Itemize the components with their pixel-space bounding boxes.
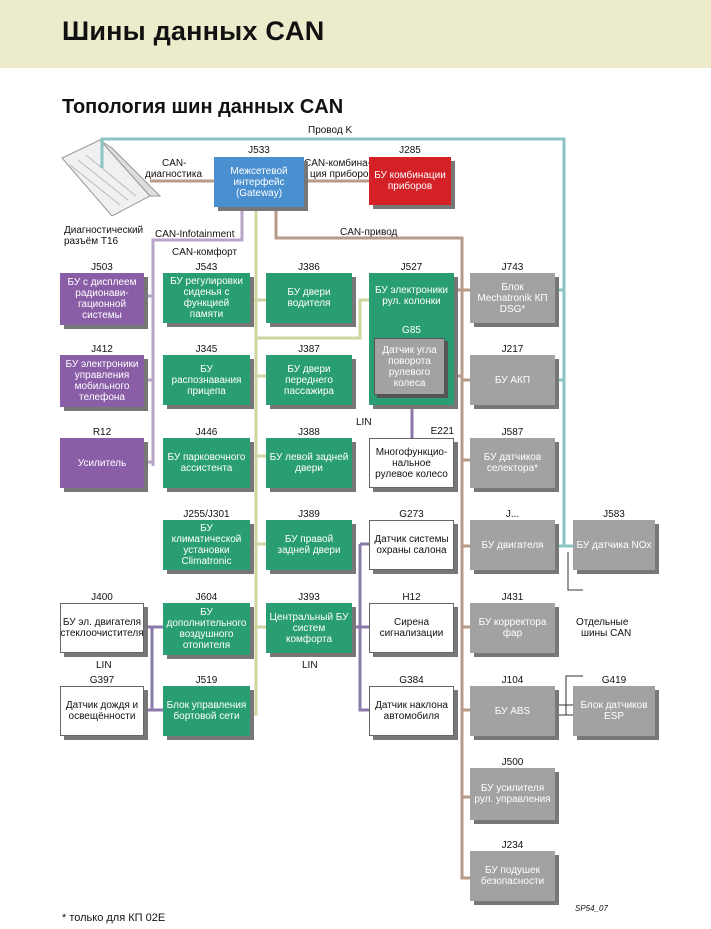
- climatronic-box: БУ климатической установки Climatronic: [163, 520, 250, 570]
- mobile-phone-box: БУ электроники управления мобильного тел…: [60, 355, 144, 407]
- rear-right-door-box: БУ правой задней двери: [266, 520, 352, 570]
- j533-code: J533: [248, 145, 270, 156]
- j583-code: J583: [603, 509, 625, 520]
- gateway-box: Межсетевой интерфейс (Gateway): [214, 157, 304, 207]
- j388-code: J388: [298, 427, 320, 438]
- j527-code: J527: [400, 262, 423, 273]
- trailer-detection-box: БУ распознавания прицепа: [163, 355, 250, 405]
- e221-code: E221: [430, 426, 454, 437]
- g419-code: G419: [601, 675, 627, 686]
- j285-code: J285: [399, 145, 421, 156]
- separate-can-label-1: Отдельные: [576, 617, 629, 628]
- diag-connector-label-2: разъём T16: [64, 236, 119, 247]
- can-comfort-line: [250, 207, 369, 716]
- j234-code: J234: [501, 840, 524, 851]
- comfort-central-box: Центральный БУ систем комфорта: [266, 603, 352, 653]
- j387-code: J387: [298, 344, 320, 355]
- diagram-subtitle: Топология шин данных CAN: [62, 96, 344, 118]
- can-instr-label-1: CAN-комбина-: [304, 158, 371, 169]
- nox-sensor-box: БУ датчика NOx: [573, 520, 655, 570]
- r12-code: R12: [92, 427, 112, 438]
- k-wire-label: Провод K: [308, 125, 353, 136]
- page-title: Шины данных CAN: [62, 16, 325, 46]
- lin-lines: [144, 409, 414, 712]
- j345-code: J345: [195, 344, 218, 355]
- steering-angle-sensor-box: Датчик угла поворота рулевого колеса: [374, 338, 445, 395]
- j255-code: J255/J301: [183, 509, 230, 520]
- can-diag-label-1: CAN-: [162, 158, 187, 169]
- j587-code: J587: [501, 427, 524, 438]
- selector-sensors-box: БУ датчиков селектора*: [470, 438, 555, 488]
- separate-can-lines: [555, 552, 583, 716]
- lin-label-3: LIN: [302, 660, 318, 671]
- j519-code: J519: [195, 675, 218, 686]
- g397-code: G397: [89, 675, 115, 686]
- engine-box: БУ двигателя: [470, 520, 555, 570]
- j500-code: J500: [501, 757, 524, 768]
- separate-can-label-2: шины CAN: [581, 628, 632, 639]
- j503-code: J503: [91, 262, 113, 273]
- rain-light-sensor-box: Датчик дождя и освещённости: [60, 686, 144, 736]
- dsg-mechatronic-box: Блок Mechatronik КП DSG*: [470, 273, 555, 323]
- wiper-motor-box: БУ эл. двигателя стеклоочистителя: [60, 603, 144, 653]
- j386-code: J386: [298, 262, 320, 273]
- airbag-box: БУ подушек безопасности: [470, 851, 555, 901]
- j389-code: J389: [298, 509, 320, 520]
- can-instr-label-2: ция приборов: [310, 169, 374, 180]
- onboard-supply-box: Блок управления бортовой сети: [163, 686, 250, 736]
- engine-code: J...: [505, 509, 520, 520]
- g384-code: G384: [399, 675, 424, 686]
- diag-connector-label-1: Диагностический: [64, 225, 144, 236]
- h12-code: H12: [402, 592, 421, 603]
- j400-code: J400: [91, 592, 113, 603]
- diagnostic-connector-icon: [61, 139, 162, 217]
- can-comfort-label: CAN-комфорт: [172, 247, 238, 258]
- headlight-range-box: БУ корректора фар: [470, 603, 555, 653]
- can-infotainment-line: [144, 207, 244, 466]
- lin-label-2: LIN: [96, 660, 112, 671]
- driver-door-box: БУ двери водителя: [266, 273, 352, 323]
- seat-memory-box: БУ регулировки сиденья с функцией памяти: [163, 273, 250, 323]
- j393-code: J393: [298, 592, 320, 603]
- rear-left-door-box: БУ левой задней двери: [266, 438, 352, 488]
- instrument-cluster-box: БУ комбинации приборов: [369, 157, 451, 205]
- passenger-door-box: БУ двери переднего пассажира: [266, 355, 352, 405]
- aux-heater-box: БУ дополнительного воздушного отопителя: [163, 603, 250, 655]
- esp-sensor-box: Блок датчиков ESP: [573, 686, 655, 736]
- tilt-sensor-box: Датчик наклона автомобиля: [369, 686, 454, 736]
- alarm-siren-box: Сирена сигнализации: [369, 603, 454, 653]
- header-band: Шины данных CAN: [0, 0, 711, 68]
- parking-assist-box: БУ парковочного ассистента: [163, 438, 250, 488]
- can-diag-label-2: диагностика: [145, 169, 203, 180]
- radio-navigation-box: БУ с дисплеем радионави-гационной систем…: [60, 273, 144, 325]
- can-drive-label: CAN-привод: [340, 227, 398, 238]
- can-drive-line: [274, 207, 470, 880]
- g273-code: G273: [399, 509, 424, 520]
- j412-code: J412: [91, 344, 113, 355]
- j217-code: J217: [501, 344, 524, 355]
- amplifier-box: Усилитель: [60, 438, 144, 488]
- lin-label-1: LIN: [356, 417, 372, 428]
- j431-code: J431: [501, 592, 524, 603]
- interior-monitoring-box: Датчик системы охраны салона: [369, 520, 454, 570]
- figure-id: SP54_07: [575, 904, 608, 913]
- j743-code: J743: [501, 262, 524, 273]
- j104-code: J104: [501, 675, 524, 686]
- abs-box: БУ ABS: [470, 686, 555, 736]
- footnote: * только для КП 02E: [62, 912, 166, 924]
- j446-code: J446: [195, 427, 218, 438]
- j604-code: J604: [195, 592, 218, 603]
- multifunction-wheel-box: Многофункцио-нальное рулевое колесо: [369, 438, 454, 488]
- j543-code: J543: [195, 262, 218, 273]
- g85-code: G85: [402, 325, 421, 336]
- automatic-gearbox-box: БУ АКП: [470, 355, 555, 405]
- power-steering-box: БУ усилителя рул. управления: [470, 768, 555, 820]
- k-wire-line: [100, 137, 576, 548]
- can-infotainment-label: CAN-Infotainment: [155, 229, 235, 240]
